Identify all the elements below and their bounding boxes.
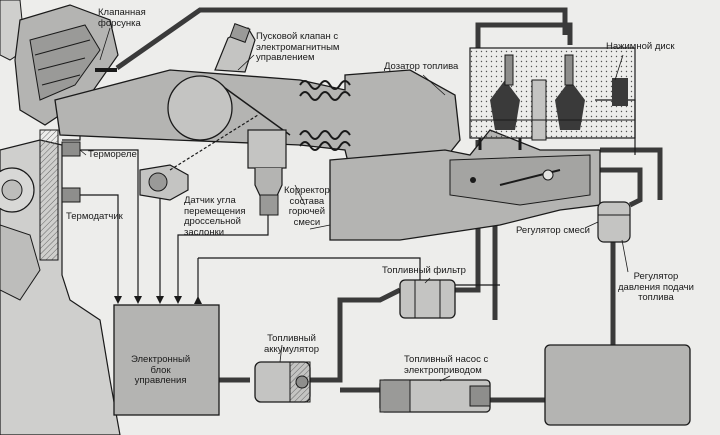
- bellows-lower: [299, 130, 351, 151]
- leader-lines: [79, 27, 629, 382]
- fuel-lines: [115, 7, 663, 410]
- label-injector: Клапанная форсунка: [98, 7, 146, 29]
- label-mixture-corrector: Корректор состава горючей смеси: [284, 185, 330, 228]
- mixture-regulator-valve: [597, 201, 631, 243]
- label-start-valve: Пусковой клапан с электромагнитным управ…: [256, 31, 340, 63]
- label-feed-pressure-regulator: Регулятор давления подачи топлива: [618, 271, 694, 303]
- label-thermo-relay: Термореле: [88, 149, 137, 160]
- electrical-wires: [62, 93, 636, 300]
- label-fuel-accumulator: Топливный аккумулятор: [264, 333, 320, 355]
- ecu-box: [113, 304, 220, 416]
- air-intake-body: [54, 69, 461, 171]
- engine-sensors: [61, 141, 81, 203]
- label-pressure-disc: Нажимной диск: [606, 41, 675, 52]
- pressure-disc-unit: [469, 47, 636, 150]
- injector-body: [14, 4, 119, 126]
- ecu-input-arrows: [114, 296, 202, 304]
- start-valve: [214, 23, 256, 73]
- label-ecu: Электронный блок управления: [131, 354, 191, 386]
- fuel-filter: [399, 279, 456, 319]
- label-fuel-pump: Топливный насос с электроприводом: [404, 354, 489, 376]
- mixture-corrector-assembly: [247, 129, 287, 216]
- label-throttle-sensor: Датчик угла перемещения дроссельной засл…: [184, 195, 246, 238]
- fuel-accumulator: [254, 361, 311, 403]
- label-mixture-regulator: Регулятор смеси: [516, 225, 590, 236]
- engine-block: [0, 0, 121, 435]
- label-fuel-filter: Топливный фильтр: [382, 265, 466, 276]
- throttle-sensor: [139, 114, 259, 201]
- fuel-distributor-housing: [329, 129, 601, 241]
- label-thermo-sensor: Термодатчик: [66, 211, 123, 222]
- bellows-upper: [299, 80, 351, 101]
- fuel-pump: [379, 379, 491, 413]
- fuel-tank: [544, 344, 691, 426]
- label-fuel-distributor: Дозатор топлива: [384, 61, 459, 72]
